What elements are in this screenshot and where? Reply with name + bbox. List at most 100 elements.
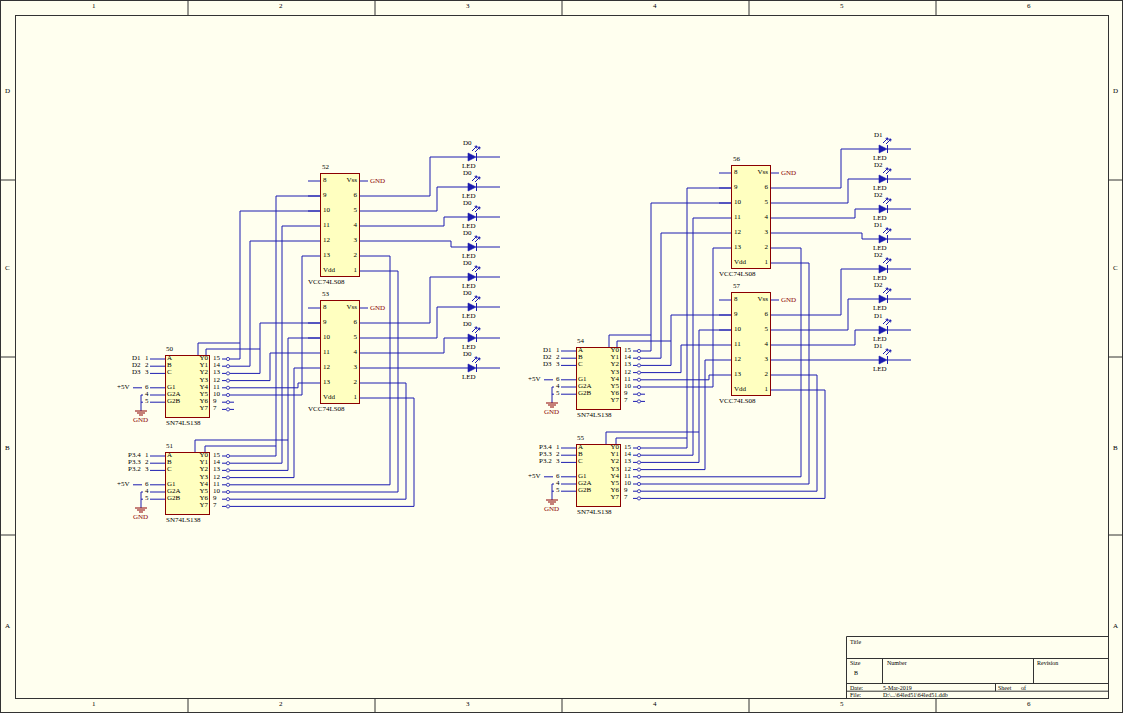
grid-reference: D: [5, 88, 10, 95]
pin-name: B: [578, 354, 583, 361]
part-name: VCC74LS08: [308, 279, 345, 286]
led-designator: D0: [463, 321, 472, 328]
pin-number: 11: [213, 481, 220, 488]
led: [468, 266, 500, 281]
pin-label: 2: [354, 379, 358, 386]
wire-connector: [205, 196, 320, 452]
pin-number: 10: [213, 488, 220, 495]
wire-connector: [616, 188, 731, 444]
pin-label: Vdd: [734, 259, 746, 266]
pin-label: 2: [765, 244, 769, 251]
pin-number: 1: [145, 452, 149, 459]
pin-name: G1: [167, 384, 176, 391]
pin-label: 11: [734, 341, 741, 348]
part-name: LED: [873, 155, 887, 162]
pin-number: 2: [556, 451, 560, 458]
pin-name: G2A: [578, 480, 592, 487]
pin-label: Vdd: [323, 394, 335, 401]
pin-label: 8: [734, 296, 738, 303]
pin-number: 3: [556, 361, 560, 368]
pin-number: 1: [145, 355, 149, 362]
signal-name: P3.4: [539, 444, 552, 451]
led: [468, 357, 500, 372]
power-label: +5V: [117, 384, 130, 391]
pin-name: Y1: [199, 459, 208, 466]
pin-name: Y7: [610, 494, 619, 501]
pin-number: 12: [213, 377, 220, 384]
pin-number: 13: [624, 361, 631, 368]
pin-name: Y6: [199, 495, 208, 502]
part-name: LED: [873, 305, 887, 312]
part-name: VCC74LS08: [719, 271, 756, 278]
wire-connector: [609, 203, 731, 347]
decoder-chip: 50ABCG1G2AG2BY0Y1Y2Y3Y4Y5Y6Y712364515141…: [165, 355, 210, 418]
pin-label: 12: [323, 237, 330, 244]
pin-label: 13: [734, 371, 741, 378]
pin-name: Y2: [610, 458, 619, 465]
pin-number: 2: [145, 362, 149, 369]
designator: 56: [733, 156, 740, 163]
pin-label: 1: [354, 394, 358, 401]
ground-label: GND: [544, 506, 559, 513]
pin-name: Y7: [199, 405, 208, 412]
pin-name: C: [167, 369, 172, 376]
part-name: LED: [873, 366, 887, 373]
pin-name: G2B: [578, 487, 591, 494]
pin-label: 8: [323, 304, 327, 311]
led-designator: D0: [463, 260, 472, 267]
part-name: LED: [873, 336, 887, 343]
signal-name: P3.3: [539, 451, 552, 458]
led: [468, 176, 500, 191]
grid-reference: 1: [92, 3, 96, 10]
pin-name: Y7: [610, 397, 619, 404]
part-name: LED: [462, 283, 476, 290]
pin-name: Y2: [199, 466, 208, 473]
signal-name: D1: [132, 355, 141, 362]
title-block-text: File:: [850, 692, 861, 698]
pin-number: 4: [556, 383, 560, 390]
pin-label: Vdd: [323, 267, 335, 274]
led-designator: D0: [463, 290, 472, 297]
pin-label: 6: [765, 184, 769, 191]
pin-number: 9: [213, 398, 217, 405]
ground-label: GND: [781, 297, 796, 304]
pin-number: 12: [624, 369, 631, 376]
led: [468, 236, 500, 251]
pin-name: Y7: [199, 502, 208, 509]
pin-name: G2B: [578, 390, 591, 397]
decoder-chip: 54ABCG1G2AG2BY0Y1Y2Y3Y4Y5Y6Y712364515141…: [576, 347, 621, 410]
pin-number: 2: [145, 459, 149, 466]
grid-reference: 6: [1027, 3, 1031, 10]
pin-name: Y6: [610, 390, 619, 397]
pin-number: 5: [556, 390, 560, 397]
ground-label: GND: [370, 178, 385, 185]
pin-number: 14: [624, 354, 631, 361]
ground-label: GND: [133, 514, 148, 521]
grid-reference: B: [5, 445, 10, 452]
pin-label: 8: [323, 177, 327, 184]
ground-label: GND: [544, 409, 559, 416]
pin-name: Y3: [610, 369, 619, 376]
pin-label: 11: [323, 349, 330, 356]
grid-reference: A: [5, 623, 10, 630]
led-designator: D2: [874, 252, 883, 259]
pin-label: Vss: [346, 304, 357, 311]
pin-number: 2: [556, 354, 560, 361]
designator: 51: [166, 443, 173, 450]
pin-number: 9: [624, 487, 628, 494]
pin-name: Y3: [199, 377, 208, 384]
title-block-text: Number: [887, 660, 907, 666]
pin-label: 1: [765, 386, 769, 393]
pin-name: Y5: [610, 480, 619, 487]
pin-label: 5: [765, 199, 769, 206]
pin-label: 5: [354, 207, 358, 214]
grid-reference: 4: [653, 701, 657, 708]
part-name: SN74LS138: [577, 509, 612, 516]
pin-number: 4: [556, 480, 560, 487]
grid-reference: D: [1113, 88, 1118, 95]
pin-label: 9: [323, 192, 327, 199]
pin-name: C: [578, 458, 583, 465]
pin-number: 5: [145, 398, 149, 405]
title-block-text: 5-Mar-2019: [883, 685, 912, 691]
